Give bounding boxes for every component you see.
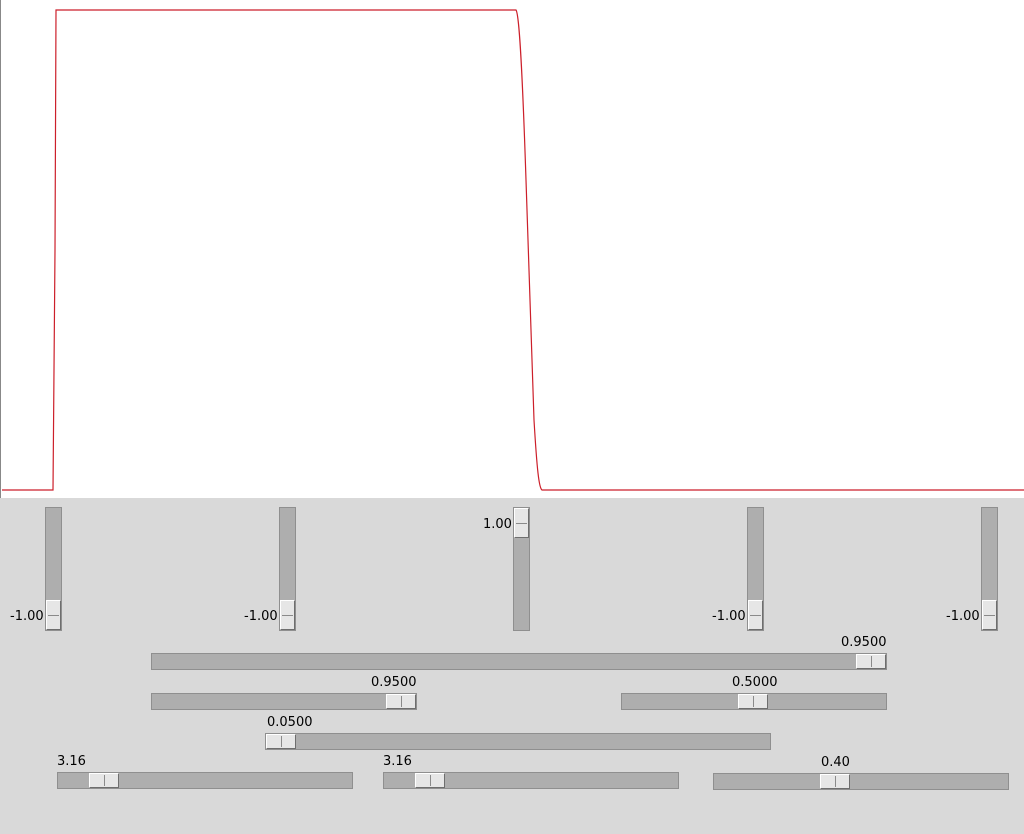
slider-trough [513, 507, 530, 631]
horizontal-slider-6[interactable] [383, 772, 679, 789]
slider-trough [57, 772, 353, 789]
vertical-slider-3[interactable] [513, 507, 530, 631]
vertical-slider-4-value: -1.00 [712, 609, 746, 624]
slider-thumb[interactable] [386, 694, 416, 709]
vertical-slider-1[interactable] [45, 507, 62, 631]
horizontal-slider-6-value: 3.16 [383, 754, 412, 769]
horizontal-slider-7-value: 0.40 [821, 755, 850, 770]
slider-trough [383, 772, 679, 789]
horizontal-slider-1[interactable] [151, 653, 887, 670]
waveform-line [2, 9, 1024, 491]
vertical-slider-2[interactable] [279, 507, 296, 631]
slider-thumb[interactable] [748, 600, 763, 630]
slider-thumb[interactable] [856, 654, 886, 669]
slider-thumb[interactable] [89, 773, 119, 788]
slider-thumb[interactable] [415, 773, 445, 788]
horizontal-slider-1-value: 0.9500 [841, 635, 887, 650]
slider-thumb[interactable] [46, 600, 61, 630]
slider-thumb[interactable] [982, 600, 997, 630]
vertical-slider-5[interactable] [981, 507, 998, 631]
horizontal-slider-3[interactable] [621, 693, 887, 710]
slider-thumb[interactable] [820, 774, 850, 789]
vertical-slider-3-value: 1.00 [483, 517, 512, 532]
slider-thumb[interactable] [266, 734, 296, 749]
slider-thumb[interactable] [280, 600, 295, 630]
horizontal-slider-7[interactable] [713, 773, 1009, 790]
waveform-svg [2, 9, 1024, 491]
horizontal-slider-5-value: 3.16 [57, 754, 86, 769]
vertical-slider-2-value: -1.00 [244, 609, 278, 624]
horizontal-slider-4-value: 0.0500 [267, 715, 313, 730]
horizontal-slider-5[interactable] [57, 772, 353, 789]
slider-thumb[interactable] [738, 694, 768, 709]
slider-trough [151, 653, 887, 670]
horizontal-slider-2-value: 0.9500 [371, 675, 417, 690]
waveform-plot [0, 0, 1024, 498]
slider-thumb[interactable] [514, 508, 529, 538]
vertical-slider-5-value: -1.00 [946, 609, 980, 624]
horizontal-slider-4[interactable] [265, 733, 771, 750]
slider-trough [713, 773, 1009, 790]
slider-trough [151, 693, 417, 710]
vertical-slider-4[interactable] [747, 507, 764, 631]
horizontal-slider-2[interactable] [151, 693, 417, 710]
vertical-slider-1-value: -1.00 [10, 609, 44, 624]
slider-trough [265, 733, 771, 750]
horizontal-slider-3-value: 0.5000 [732, 675, 778, 690]
